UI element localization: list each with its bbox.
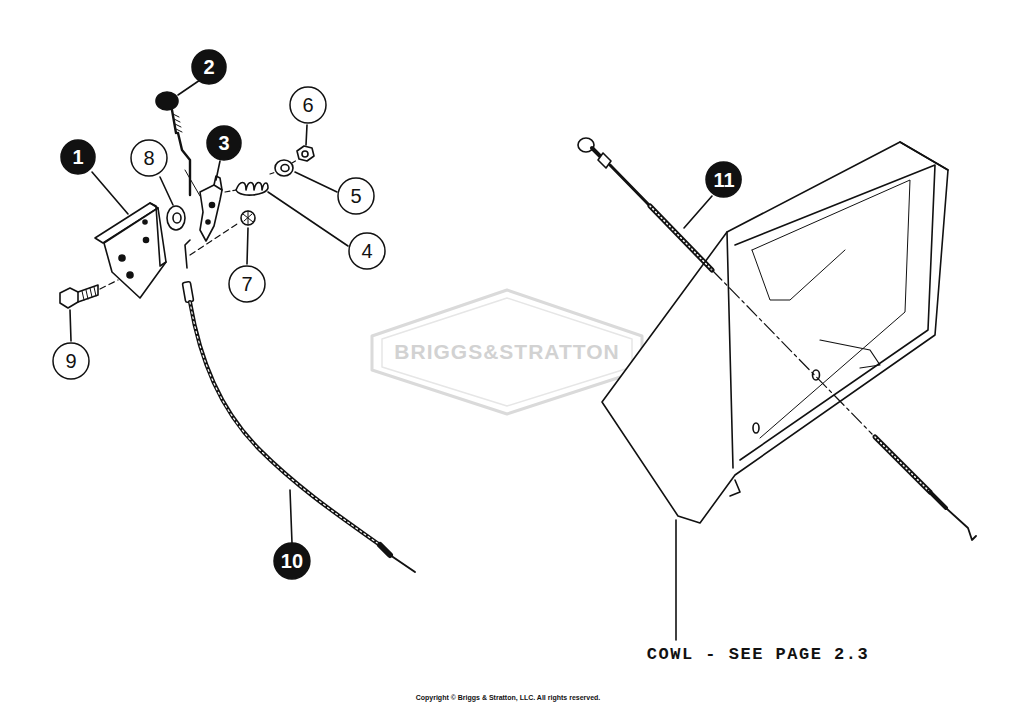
watermark: BRIGGS&STRATTON [394, 340, 619, 363]
callout-circle: 2 [191, 49, 227, 85]
callout-circle: 1 [60, 139, 96, 175]
callout-number: 9 [65, 351, 76, 371]
callout-number: 2 [203, 57, 214, 77]
callout-circle: 4 [348, 232, 386, 270]
callout-ring [131, 140, 167, 176]
callout-number: 1 [72, 147, 83, 167]
callout-number: 11 [713, 170, 734, 190]
callout-ring [229, 266, 265, 302]
callout-circle: 5 [337, 177, 375, 215]
callout-circle: 6 [289, 86, 327, 124]
callout-circle: 11 [705, 161, 742, 198]
callout-circle: 8 [130, 139, 168, 177]
callout-ring [53, 343, 89, 379]
callout-ring [274, 543, 310, 579]
callout-ring [61, 140, 95, 174]
callout-number: 3 [218, 133, 229, 153]
callout-ring [192, 50, 226, 84]
callout-ring [706, 162, 741, 197]
callout-circle: 10 [273, 542, 311, 580]
callout-circle: 9 [52, 342, 90, 380]
callout-number: 5 [350, 186, 361, 206]
callout-number: 10 [281, 551, 303, 571]
callout-number: 8 [143, 148, 154, 168]
callout-number: 4 [361, 241, 372, 261]
callout-circle: 3 [206, 125, 242, 161]
copyright: Copyright © Briggs & Stratton, LLC. All … [416, 694, 601, 702]
callout-ring [290, 87, 326, 123]
callout-number: 7 [241, 274, 252, 294]
cowl-note: COWL - SEE PAGE 2.3 [647, 646, 869, 665]
callout-ring [349, 233, 385, 269]
callout-number: 6 [302, 95, 313, 115]
callout-ring [338, 178, 374, 214]
callout-circle: 7 [228, 265, 266, 303]
callout-ring [207, 126, 241, 160]
